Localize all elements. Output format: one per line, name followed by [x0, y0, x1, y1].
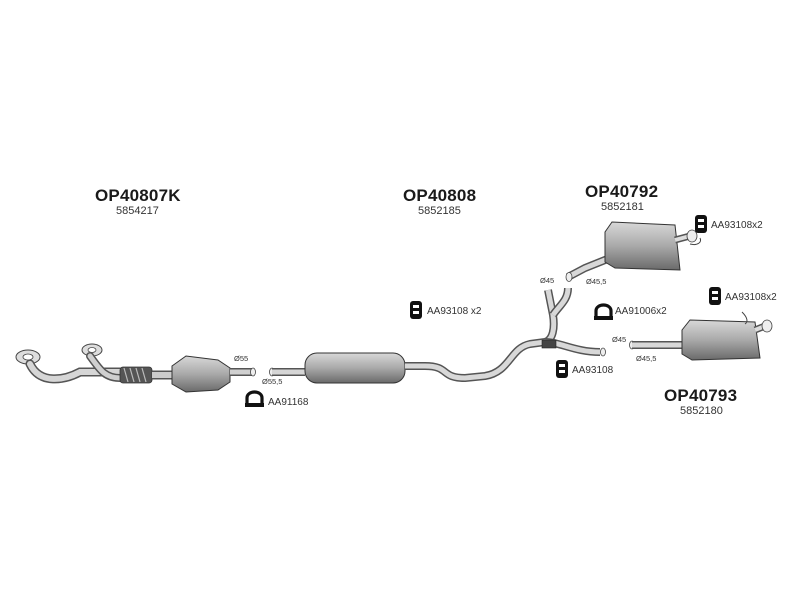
part-number-op40807k: 5854217: [116, 205, 159, 217]
diameter-label-45-5-lower: Ø45,5: [636, 354, 657, 363]
clamp-u-bolt-icon: [594, 303, 613, 320]
part-code-op40792: OP40792: [585, 182, 659, 201]
diameter-label-45-5-upper: Ø45,5: [586, 277, 607, 286]
clamp-label-aa93108x2-mid: AA93108 x2: [427, 306, 482, 317]
clamp-label-aa93108x2-right: AA93108x2: [725, 292, 777, 303]
part-number-op40808: 5852185: [418, 205, 461, 217]
diameter-label-45-upper: Ø45: [540, 276, 555, 285]
part-code-op40807k: OP40807K: [95, 186, 181, 205]
middle-silencer-pipe: [269, 287, 606, 384]
clamp-label-aa91168: AA91168: [268, 397, 309, 408]
part-code-op40793: OP40793: [664, 386, 738, 405]
diameter-label-55: Ø55: [234, 354, 249, 363]
clamp-u-bolt-icon: [245, 390, 264, 407]
clamp-label-aa93108x2-top: AA93108x2: [711, 220, 763, 231]
rubber-mount-icon: [695, 215, 707, 233]
rubber-mount-icon: [556, 360, 568, 378]
part-number-op40793: 5852180: [680, 405, 723, 417]
rear-silencer-lower: [629, 311, 773, 361]
diameter-label-55-5: Ø55,5: [262, 377, 283, 386]
rubber-mount-icon: [709, 287, 721, 305]
rubber-mount-icon: [410, 301, 422, 319]
part-code-op40808: OP40808: [403, 186, 477, 205]
rear-silencer-upper: [565, 221, 701, 282]
diameter-label-45-lower: Ø45: [612, 335, 627, 344]
part-number-op40792: 5852181: [601, 201, 644, 213]
clamp-label-aa93108: AA93108: [572, 365, 614, 376]
front-pipe-catalyst-assembly: [15, 343, 256, 393]
clamp-label-aa91006x2: AA91006x2: [615, 306, 667, 317]
